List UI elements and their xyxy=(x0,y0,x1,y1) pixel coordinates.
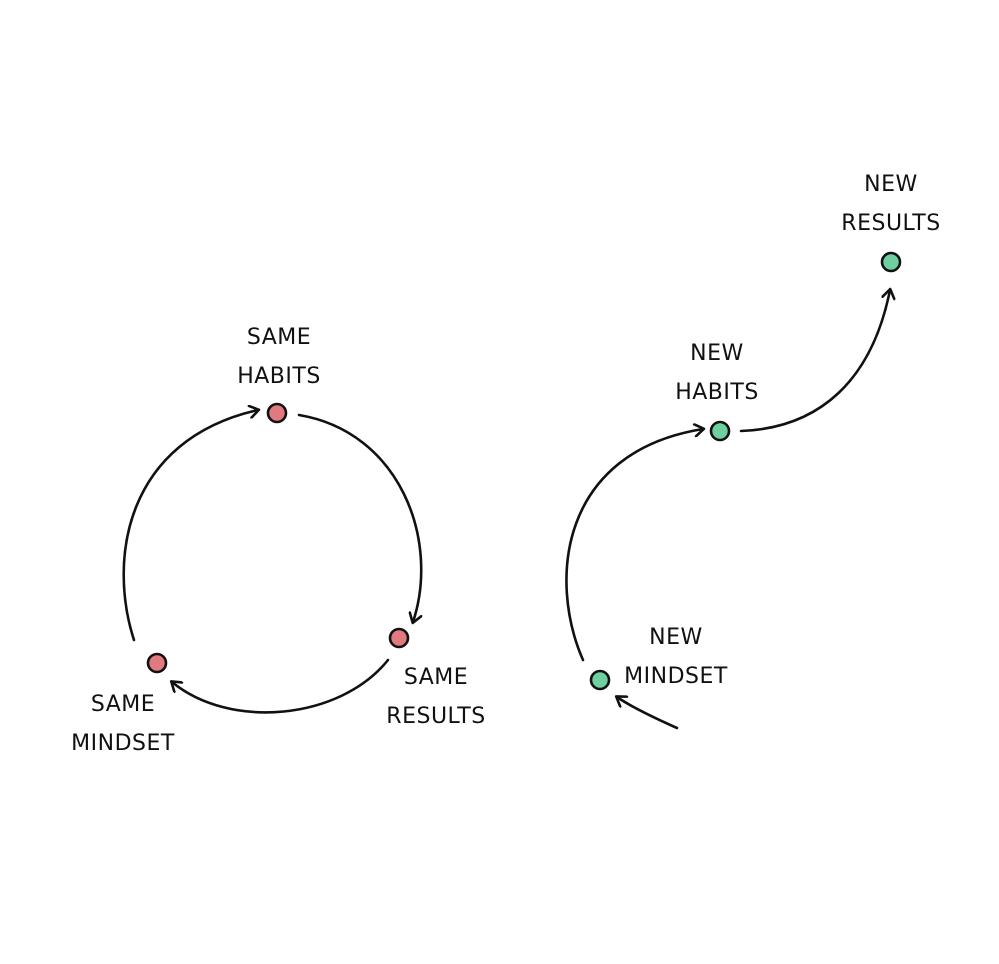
label-line: HABITS xyxy=(237,364,321,389)
arrow-mindset-to-habits xyxy=(122,410,258,642)
label-line: MINDSET xyxy=(71,731,175,756)
arrow-results-to-mindset xyxy=(172,658,390,714)
node-new-mindset xyxy=(589,669,611,691)
label-line: NEW xyxy=(690,341,744,366)
label-line: RESULTS xyxy=(841,211,941,236)
label-new-results: NEW RESULTS xyxy=(841,165,940,243)
label-same-mindset: SAME MINDSET xyxy=(71,685,175,763)
node-same-results xyxy=(388,627,410,649)
node-same-mindset xyxy=(146,652,168,674)
arrow-into-new-mindset xyxy=(617,697,679,730)
arrow-new-habits-to-results xyxy=(739,290,890,433)
label-line: SAME xyxy=(403,665,469,690)
label-line: SAME xyxy=(90,692,156,717)
label-line: NEW xyxy=(864,172,918,197)
label-line: RESULTS xyxy=(386,704,486,729)
node-same-habits xyxy=(266,402,288,424)
node-new-habits xyxy=(709,420,731,442)
label-same-results: SAME RESULTS xyxy=(386,658,485,736)
label-new-mindset: NEW MINDSET xyxy=(624,618,728,696)
label-line: MINDSET xyxy=(624,664,728,689)
label-new-habits: NEW HABITS xyxy=(675,334,759,412)
label-line: NEW xyxy=(649,625,703,650)
node-new-results xyxy=(880,251,902,273)
arrow-habits-to-results xyxy=(297,413,421,622)
label-line: SAME xyxy=(246,325,312,350)
arrow-new-mindset-to-habits xyxy=(565,429,703,662)
label-line: HABITS xyxy=(675,380,759,405)
label-same-habits: SAME HABITS xyxy=(237,318,321,396)
